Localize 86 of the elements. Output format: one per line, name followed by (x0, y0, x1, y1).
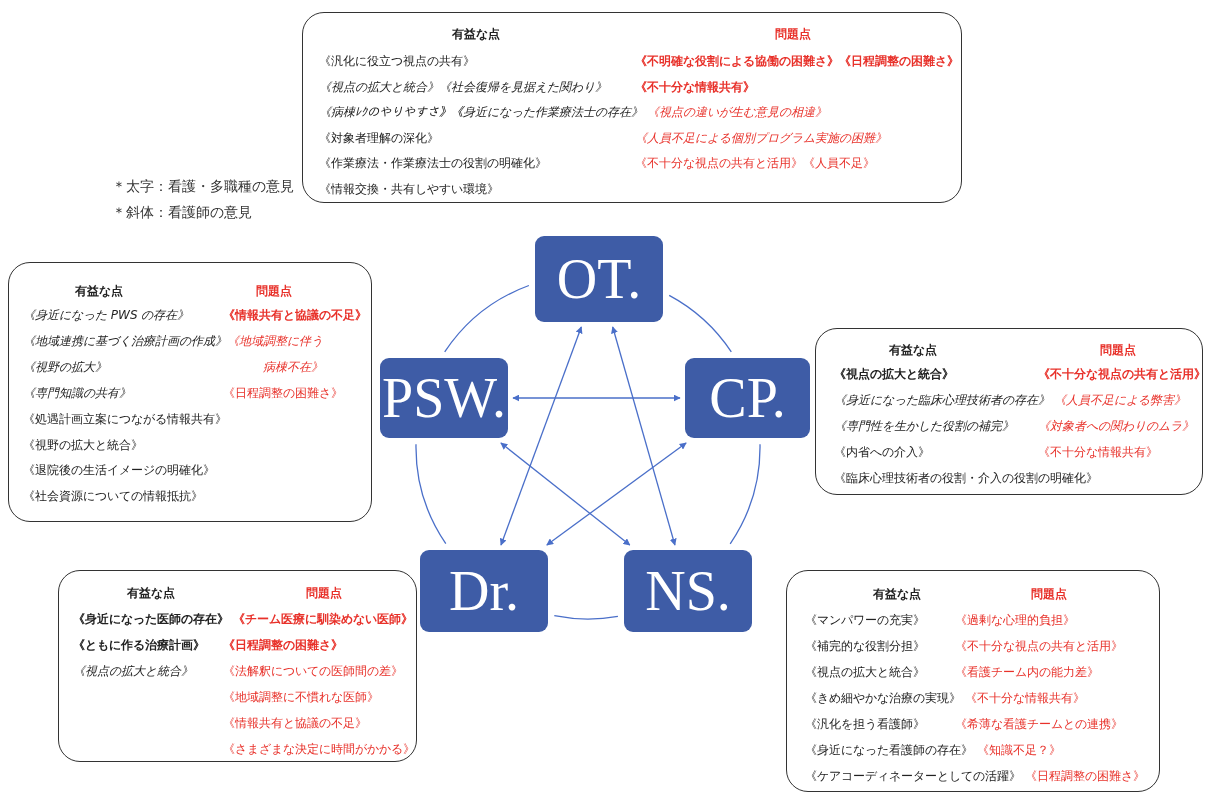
opinion-text: 《過剰な心理的負担》 (955, 613, 1075, 627)
opinion-text: 《希薄な看護チームとの連携》 (955, 717, 1123, 731)
connector-arc (553, 615, 619, 620)
opinion-text: 《不十分な情報共有》 (1038, 445, 1158, 459)
arrow (499, 326, 583, 546)
opinion-text: 《社会資源についての情報抵抗》 (23, 489, 203, 504)
opinion-text: 《汎化に役立つ視点の共有》 (319, 54, 475, 68)
opinion-text: 《ケアコーディネーターとしての活躍》 (805, 769, 1021, 783)
opinion-text: 《補完的な役割分担》 (805, 639, 925, 653)
column-heading: 有益な点 (889, 343, 937, 357)
opinion-text: 《地域連携に基づく治療計画の作成》 (23, 333, 227, 348)
column-heading: 問題点 (256, 284, 292, 298)
opinion-text: 《不十分な視点の共有と活用》 (1038, 367, 1206, 381)
connector-arc (415, 443, 447, 545)
opinion-text: 《情報共有と協議の不足》 (223, 308, 367, 322)
opinion-box (786, 570, 1160, 792)
connector-arc (668, 294, 732, 353)
opinion-text: 《病棟ﾚｸのやりやすさ》《身近になった作業療法士の存在》 (319, 105, 643, 120)
opinion-text: 《法解釈についての医師間の差》 (223, 664, 403, 678)
opinion-text: 《視点の拡大と統合》《社会復帰を見据えた関わり》 (319, 79, 607, 94)
arrow (546, 442, 687, 546)
profession-box: OT. (535, 236, 663, 322)
column-heading: 問題点 (775, 27, 811, 41)
arrow (512, 394, 681, 402)
column-heading: 有益な点 (452, 27, 500, 41)
opinion-text: 《日程調整の困難さ》 (223, 638, 343, 652)
connector-arc (729, 443, 761, 545)
opinion-text: 《不十分な情報共有》 (965, 691, 1085, 705)
column-heading: 問題点 (306, 586, 342, 600)
opinion-text: 《専門知識の共有》 (23, 385, 131, 400)
legend-note: ＊斜体：看護師の意見 (112, 204, 252, 222)
opinion-text: 《情報交換・共有しやすい環境》 (319, 182, 499, 196)
opinion-box (58, 570, 417, 762)
opinion-text: 《人員不足による弊害》 (1054, 393, 1186, 407)
column-heading: 問題点 (1100, 343, 1136, 357)
column-heading: 有益な点 (75, 284, 123, 298)
opinion-box (8, 262, 372, 522)
column-heading: 有益な点 (873, 587, 921, 601)
opinion-text: 《マンパワーの充実》 (805, 613, 925, 627)
opinion-text: 《対象者への関わりのムラ》 (1038, 419, 1194, 433)
opinion-text: 《きめ細やかな治療の実現》 (805, 691, 961, 705)
opinion-text: 《視点の拡大と統合》 (73, 664, 193, 678)
opinion-text: 《地域調整に伴う病棟不在》 (226, 332, 323, 376)
opinion-text: 《退院後の生活イメージの明確化》 (23, 463, 215, 478)
opinion-text: 《看護チーム内の能力差》 (955, 665, 1099, 679)
arrow (611, 326, 677, 546)
profession-box: PSW. (380, 358, 508, 438)
opinion-text: 《不十分な視点の共有と活用》 (955, 639, 1123, 653)
opinion-text: 《専門性を生かした役割の補完》 (834, 419, 1014, 433)
connector-arc (444, 284, 530, 353)
opinion-text: 《対象者理解の深化》 (319, 130, 439, 145)
opinion-text: 《身近になった看護師の存在》 (805, 743, 973, 757)
opinion-text: 《不十分な情報共有》 (635, 79, 755, 94)
opinion-text: 《不明確な役割による協働の困難さ》《日程調整の困難さ》 (635, 54, 959, 68)
opinion-text: 《身近になった臨床心理技術者の存在》 (834, 393, 1050, 407)
profession-box: NS. (624, 550, 752, 632)
opinion-text: 《日程調整の困難さ》 (1025, 769, 1145, 783)
opinion-text: 《汎化を担う看護師》 (805, 717, 925, 731)
opinion-text: 《ともに作る治療計画》 (73, 638, 205, 652)
opinion-text: 《さまざまな決定に時間がかかる》 (223, 742, 415, 756)
opinion-text: 《視点の違いが生む意見の相違》 (647, 105, 827, 120)
opinion-text: 《不十分な視点の共有と活用》《人員不足》 (635, 156, 875, 171)
opinion-text: 《チーム医療に馴染めない医師》 (233, 612, 413, 626)
opinion-text: 《処遇計画立案につながる情報共有》 (23, 411, 227, 426)
opinion-text: 《作業療法・作業療法士の役割の明確化》 (319, 156, 547, 171)
opinion-text: 《視点の拡大と統合》 (834, 367, 954, 381)
profession-box: CP. (685, 358, 810, 438)
legend-note: ＊太字：看護・多職種の意見 (112, 178, 294, 196)
opinion-text: 《知識不足？》 (977, 743, 1061, 757)
column-heading: 問題点 (1031, 587, 1067, 601)
opinion-box (302, 12, 962, 203)
arrow (500, 442, 631, 546)
profession-box: Dr. (420, 550, 548, 632)
opinion-text: 《身近になった PWS の存在》 (23, 308, 190, 322)
opinion-text: 《人員不足による個別プログラム実施の困難》 (635, 130, 887, 145)
opinion-box (815, 328, 1203, 495)
opinion-text: 《地域調整に不慣れな医師》 (223, 690, 379, 704)
opinion-text: 《臨床心理技術者の役割・介入の役割の明確化》 (834, 471, 1098, 485)
opinion-text: 《視野の拡大と統合》 (23, 437, 143, 452)
opinion-text: 《情報共有と協議の不足》 (223, 716, 367, 730)
opinion-text: 《日程調整の困難さ》 (223, 385, 343, 400)
opinion-text: 《視野の拡大》 (23, 359, 107, 374)
opinion-text: 《視点の拡大と統合》 (805, 665, 925, 679)
opinion-text: 《内省への介入》 (834, 445, 930, 459)
column-heading: 有益な点 (127, 586, 175, 600)
opinion-text: 《身近になった医師の存在》 (73, 612, 229, 626)
